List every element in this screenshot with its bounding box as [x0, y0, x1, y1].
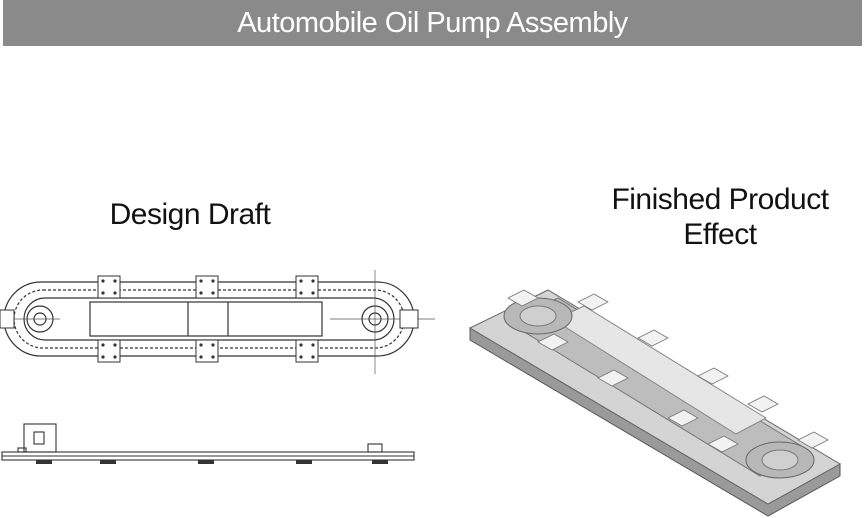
carrier-block — [195, 275, 219, 299]
fixture-block — [747, 395, 779, 413]
fixture-block — [577, 293, 609, 311]
fixture-block — [667, 409, 699, 427]
title-banner: Automobile Oil Pump Assembly — [3, 0, 862, 46]
fixture-block — [707, 435, 739, 453]
page-title: Automobile Oil Pump Assembly — [237, 6, 628, 39]
fixture-block — [537, 333, 569, 351]
carrier-block — [195, 339, 219, 363]
carrier-block — [295, 339, 319, 363]
carrier-block — [0, 309, 15, 329]
finished-product-caption-line2: Effect — [683, 218, 757, 251]
carrier-block — [295, 275, 319, 299]
fixture-block — [507, 289, 539, 307]
fixture-block — [797, 431, 829, 449]
design-draft-caption: Design Draft — [109, 198, 271, 231]
fixture-block — [697, 367, 729, 385]
design-draft-side-view — [1, 423, 415, 464]
carrier-block — [97, 339, 121, 363]
carrier-block — [399, 309, 419, 329]
finished-product-caption: Finished Product Effect — [585, 182, 855, 252]
finished-product-caption-line1: Finished Product — [611, 183, 829, 216]
fixture-block — [637, 329, 669, 347]
fixture-block — [597, 369, 629, 387]
design-draft-top-view — [0, 270, 435, 374]
track-center-frame — [89, 301, 323, 337]
finished-product-render — [468, 289, 842, 517]
side-drive-housing — [23, 423, 57, 453]
carrier-block — [97, 275, 121, 299]
center-channel — [552, 305, 768, 435]
